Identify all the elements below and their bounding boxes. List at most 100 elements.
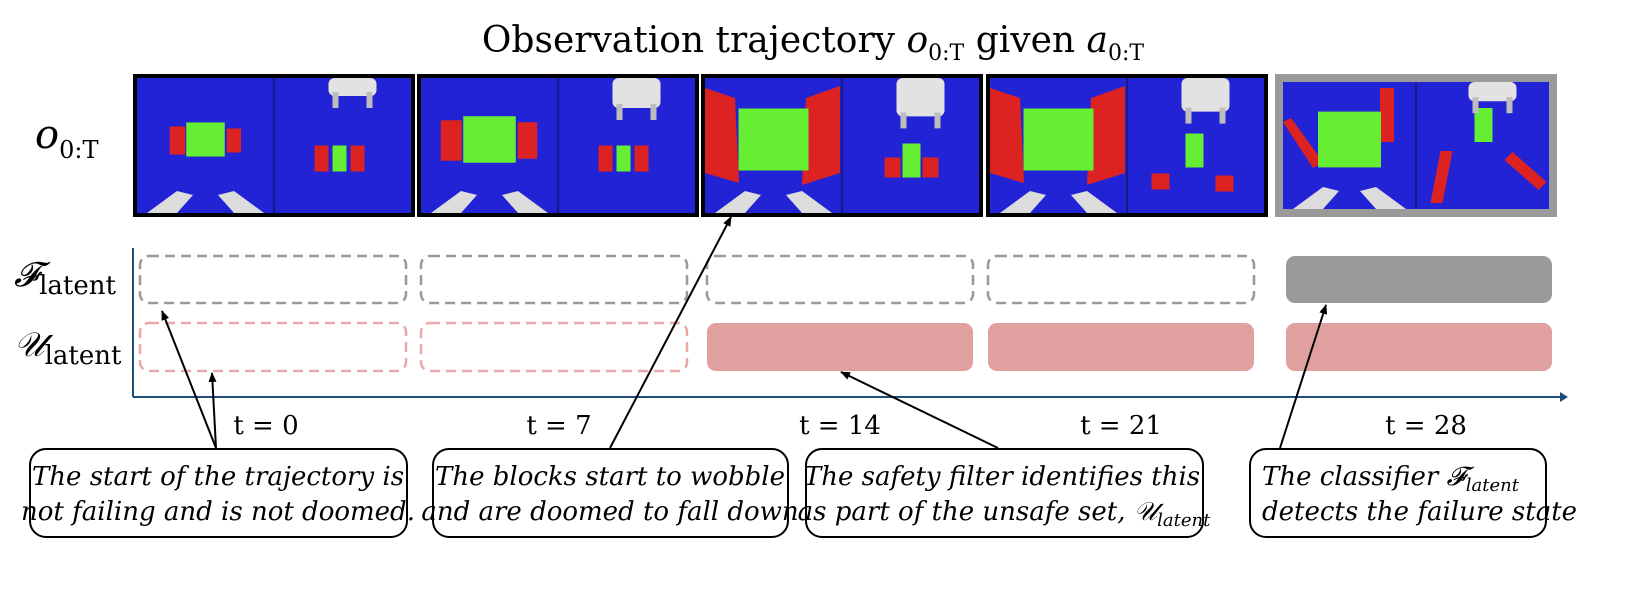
wrist-camera-view bbox=[705, 78, 841, 213]
gripper-finger bbox=[1360, 187, 1406, 209]
gripper-finger bbox=[900, 112, 907, 129]
unsafe-set-indicator-2 bbox=[707, 323, 973, 371]
observation-frame-2 bbox=[701, 74, 983, 217]
timestep-label-3: t = 21 bbox=[1080, 411, 1162, 441]
green-block bbox=[186, 122, 225, 157]
timestep-label-2: t = 14 bbox=[799, 411, 881, 441]
red-block bbox=[1151, 173, 1170, 190]
unsafe-set-indicator-0 bbox=[138, 321, 408, 373]
timestep-labels: t = 0 t = 7 t = 14 t = 21 t = 28 bbox=[233, 411, 1467, 441]
timestep-label-4: t = 28 bbox=[1385, 411, 1467, 441]
arrow-start-to-failure-box bbox=[161, 310, 217, 449]
gripper-finger bbox=[934, 112, 941, 129]
callout-start-line2: not failing and is not doomed. bbox=[21, 497, 415, 527]
callout-classifier-line1: The classifier 𝓕latent bbox=[1262, 462, 1520, 496]
wrist-camera-view bbox=[990, 78, 1126, 213]
gripper-finger bbox=[147, 191, 193, 213]
green-block bbox=[1023, 108, 1094, 171]
callout-wobble-line2: and are doomed to fall down bbox=[421, 497, 798, 527]
overhead-camera-view bbox=[275, 78, 411, 213]
red-block bbox=[1380, 88, 1394, 142]
callout-classifier: The classifier 𝓕latent detects the failu… bbox=[1249, 448, 1577, 538]
red-block bbox=[1430, 151, 1453, 203]
green-block bbox=[616, 145, 631, 172]
red-block bbox=[517, 122, 538, 159]
red-block bbox=[1283, 118, 1323, 168]
gripper-finger bbox=[431, 191, 477, 213]
red-block bbox=[1087, 86, 1125, 185]
failure-set-indicator-2 bbox=[705, 254, 975, 305]
red-block bbox=[1215, 175, 1234, 192]
red-block bbox=[1504, 152, 1547, 190]
green-block bbox=[902, 143, 921, 178]
callout-wobble-line1: The blocks start to wobble bbox=[435, 462, 785, 492]
red-block bbox=[598, 145, 613, 172]
observation-frames bbox=[133, 74, 1557, 217]
gripper-finger bbox=[1071, 191, 1117, 213]
unsafe-set-indicator-3 bbox=[988, 323, 1254, 371]
observation-frame-1 bbox=[417, 74, 699, 217]
wrist-camera-view bbox=[137, 78, 273, 213]
robot-arm bbox=[1468, 82, 1517, 102]
callout-safety-filter: The safety filter identifies this as par… bbox=[798, 448, 1211, 538]
green-block bbox=[1318, 111, 1381, 168]
overhead-camera-view bbox=[1128, 78, 1264, 213]
gripper-finger bbox=[616, 104, 623, 120]
red-block bbox=[226, 128, 242, 153]
arrow-safety-filter-to-unsafe bbox=[840, 371, 999, 449]
gripper-finger bbox=[366, 92, 373, 108]
observation-frame-0 bbox=[133, 74, 415, 217]
timestep-label-0: t = 0 bbox=[233, 411, 298, 441]
overhead-camera-view bbox=[559, 78, 695, 213]
red-block bbox=[350, 145, 365, 172]
observation-frame-3 bbox=[986, 74, 1268, 217]
red-block bbox=[802, 86, 840, 185]
green-block bbox=[332, 145, 347, 172]
gripper-finger bbox=[218, 191, 264, 213]
robot-arm bbox=[328, 78, 377, 96]
red-block bbox=[705, 88, 739, 183]
red-block bbox=[169, 126, 186, 155]
callout-wobble: The blocks start to wobble and are doome… bbox=[421, 448, 799, 538]
gripper-finger bbox=[1185, 107, 1192, 124]
unsafe-set-indicator-4 bbox=[1286, 323, 1552, 371]
callout-classifier-line2: detects the failure state bbox=[1262, 497, 1577, 527]
arrow-start-to-unsafe-box bbox=[208, 372, 217, 449]
gripper-finger bbox=[1293, 187, 1339, 209]
wrist-camera-view bbox=[421, 78, 557, 213]
timestep-label-1: t = 7 bbox=[526, 411, 591, 441]
green-block bbox=[463, 116, 516, 163]
callout-start-line1: The start of the trajectory is bbox=[32, 462, 404, 492]
green-block bbox=[1185, 133, 1204, 168]
gripper-finger bbox=[332, 92, 339, 108]
row-label-observations: o0:T bbox=[35, 112, 98, 164]
arrow-classifier-to-failure bbox=[1279, 304, 1328, 449]
red-block bbox=[884, 157, 901, 178]
red-block bbox=[634, 145, 649, 172]
gripper-finger bbox=[786, 191, 832, 213]
gripper-finger bbox=[1506, 97, 1513, 114]
red-block bbox=[922, 157, 939, 178]
gripper-finger bbox=[1472, 97, 1479, 114]
callout-start: The start of the trajectory is not faili… bbox=[21, 448, 415, 538]
red-block bbox=[990, 88, 1024, 183]
gripper-finger bbox=[1219, 107, 1226, 124]
arrow-wobble-to-frame bbox=[609, 216, 732, 449]
timeline-axis-arrow bbox=[1560, 392, 1568, 402]
failure-set-indicator-4 bbox=[1286, 256, 1552, 303]
failure-set-indicator-0 bbox=[138, 254, 408, 305]
green-block bbox=[738, 108, 809, 171]
callout-safety-line2: as part of the unsafe set, 𝒰latent bbox=[798, 497, 1211, 531]
robot-arm bbox=[612, 78, 661, 108]
overhead-camera-view bbox=[843, 78, 979, 213]
robot-arm bbox=[896, 78, 945, 117]
observation-frame-4 bbox=[1275, 74, 1557, 217]
set-indicators bbox=[138, 254, 1552, 373]
gripper-finger bbox=[650, 104, 657, 120]
failure-set-indicator-1 bbox=[419, 254, 689, 305]
red-block bbox=[440, 120, 462, 161]
row-label-failure-set: 𝓕latent bbox=[14, 255, 116, 301]
red-block bbox=[314, 145, 329, 172]
unsafe-set-indicator-1 bbox=[419, 321, 689, 373]
